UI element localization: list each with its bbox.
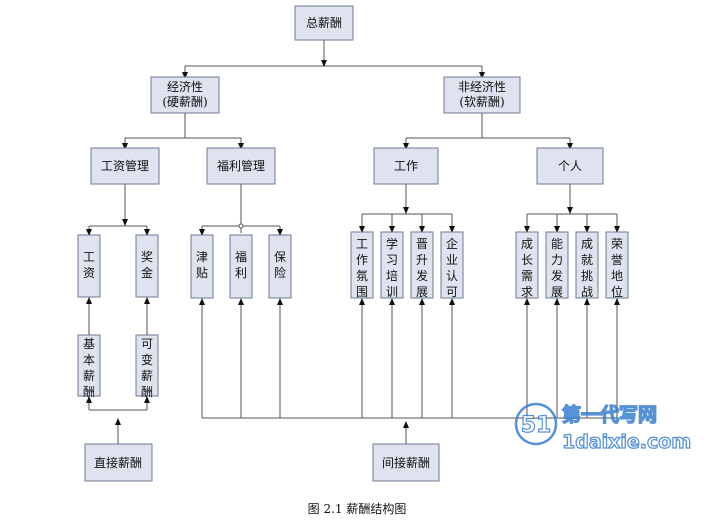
node-personal: 个人 [536,147,604,185]
node-work-atmosphere-label: 工作氛围 [356,237,368,299]
node-bonus-label: 奖金 [141,250,153,280]
node-growth-needs-label: 成长需求 [521,237,533,299]
node-corporate-recognition: 企业认可 [440,231,464,299]
node-work-atmosphere: 工作氛围 [350,231,374,299]
node-base-pay: 基本薪酬 [77,334,101,399]
node-bonus: 奖金 [135,234,159,298]
node-indirect-pay-label: 间接薪酬 [382,455,430,470]
connectors [88,40,618,444]
node-personal-label: 个人 [558,159,582,173]
node-direct-pay-label: 直接薪酬 [94,455,142,470]
node-achievement-challenge: 成就挑战 [575,231,599,299]
node-non-economic-line1: 非经济性 [458,79,506,94]
node-learning-training: 学习培训 [380,231,404,299]
node-direct-pay: 直接薪酬 [84,443,153,482]
watermark-circle-icon [514,402,558,446]
node-growth-needs: 成长需求 [515,231,539,299]
node-capability-dev: 能力发展 [545,231,569,299]
node-work: 工作 [373,147,439,185]
watermark-url: 1daixie.com [562,431,691,453]
node-honor-status-label: 荣誉地位 [611,237,623,299]
node-root-label: 总薪酬 [306,16,342,30]
node-base-pay-label: 基本薪酬 [83,337,95,399]
node-allowance: 津贴 [190,234,214,299]
node-non-economic: 非经济性 (软薪酬) [443,76,521,114]
node-economic-line1: 经济性 [167,79,203,94]
node-honor-status: 荣誉地位 [605,231,629,299]
watermark-logo-char: 51 [521,413,552,438]
node-work-label: 工作 [394,159,418,173]
node-corporate-recognition-label: 企业认可 [446,236,458,299]
node-economic-line2: (硬薪酬) [162,95,207,109]
node-allowance-label: 津贴 [196,250,208,280]
node-economic: 经济性 (硬薪酬) [150,76,220,114]
watermark-logo: 51 第一代写网 1daixie.com [514,402,692,454]
node-indirect-pay: 间接薪酬 [372,443,440,482]
node-variable-pay: 可变薪酬 [135,334,159,399]
watermark-cn: 第一代写网 [562,403,657,426]
node-wage: 工资 [77,234,101,298]
node-promotion-label: 晋升发展 [416,237,428,299]
node-wage-mgmt-label: 工资管理 [101,158,149,173]
node-welfare-mgmt-label: 福利管理 [217,158,265,173]
node-capability-dev-label: 能力发展 [551,237,563,299]
node-insurance: 保险 [268,234,292,299]
node-non-economic-line2: (软薪酬) [459,95,504,109]
node-achievement-challenge-label: 成就挑战 [581,237,593,299]
node-promotion: 晋升发展 [410,231,434,299]
figure-caption: 图 2.1 薪酬结构图 [308,501,407,516]
node-welfare: 福利 [229,234,253,299]
arrowheads [86,60,620,428]
node-variable-pay-label: 可变薪酬 [141,337,153,399]
node-welfare-mgmt: 福利管理 [206,147,276,185]
node-wage-label: 工资 [83,250,95,280]
node-learning-training-label: 学习培训 [386,236,398,299]
node-welfare-label: 福利 [235,249,247,280]
node-root: 总薪酬 [294,5,354,41]
node-insurance-label: 保险 [274,250,286,280]
node-wage-mgmt: 工资管理 [90,147,160,185]
